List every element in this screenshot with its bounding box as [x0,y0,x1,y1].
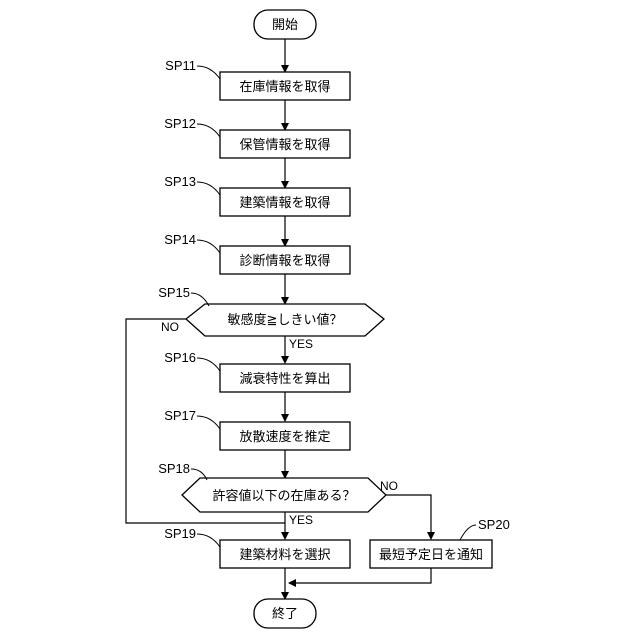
process-text-sp19: 建築材料を選択 [239,548,330,563]
process-text-sp14: 診断情報を取得 [239,253,330,269]
step-id-sp14: SP14 [164,232,196,247]
process-text-sp20: 最短予定日を通知 [379,547,483,563]
step-id-sp12: SP12 [164,116,196,131]
decision-text-sp18: 許容値以下の在庫ある？ [212,488,355,504]
process-text-sp17: 放散速度を推定 [239,429,330,445]
start-label: 開始 [272,18,298,33]
branch-label-sp15-no: NO [161,320,179,334]
process-text-sp13: 建築情報を取得 [239,195,330,211]
arrow-sp20-merge [289,568,431,583]
step-id-sp19: SP19 [164,526,196,541]
leader-sp20 [460,525,476,540]
step-id-sp17: SP17 [164,408,196,423]
leader-sp16 [197,358,220,371]
branch-label-sp18-no: NO [380,479,398,493]
arrow-sp18-no [385,495,431,539]
step-id-sp16: SP16 [164,350,196,365]
leader-sp17 [197,416,220,429]
step-id-sp13: SP13 [164,174,196,189]
branch-label-sp18-yes: YES [289,513,313,527]
end-label: 終了 [272,606,298,622]
decision-text-sp15: 敏感度≧しきい値？ [228,312,343,328]
leader-sp19 [197,534,220,547]
step-id-sp18: SP18 [158,461,190,476]
leader-sp12 [197,124,220,137]
leader-sp11 [197,66,220,79]
leader-sp14 [197,240,220,253]
process-text-sp11: 在庫情報を取得 [239,79,330,95]
leader-sp13 [197,182,220,195]
branch-label-sp15-yes: YES [289,337,313,351]
step-id-sp11: SP11 [165,58,196,73]
process-text-sp16: 減衰特性を算出 [239,371,330,387]
process-text-sp12: 保管情報を取得 [239,137,330,153]
step-id-sp20: SP20 [478,517,510,532]
step-id-sp15: SP15 [158,285,190,300]
